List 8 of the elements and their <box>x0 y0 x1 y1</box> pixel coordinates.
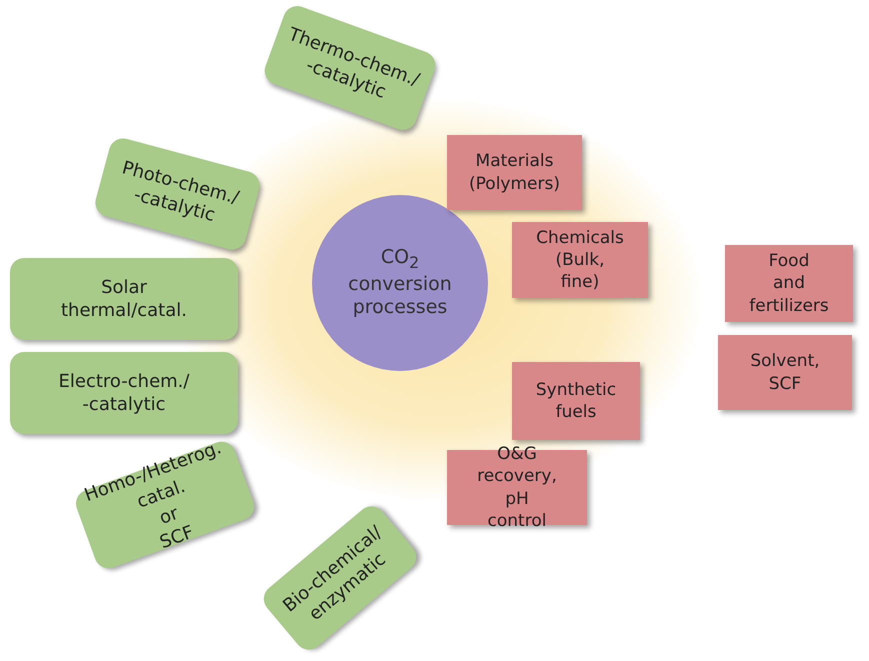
center-circle: CO$_{2}$ conversion processes <box>312 195 488 371</box>
category-box: Electro-chem./ -catalytic <box>10 352 238 434</box>
product-box: Food and fertilizers <box>725 245 853 322</box>
product-box: Materials (Polymers) <box>447 135 582 210</box>
product-box: Synthetic fuels <box>512 362 640 440</box>
category-box: Solar thermal/catal. <box>10 258 238 340</box>
product-box: Solvent, SCF <box>718 335 852 410</box>
product-box: Chemicals (Bulk, fine) <box>512 222 648 298</box>
